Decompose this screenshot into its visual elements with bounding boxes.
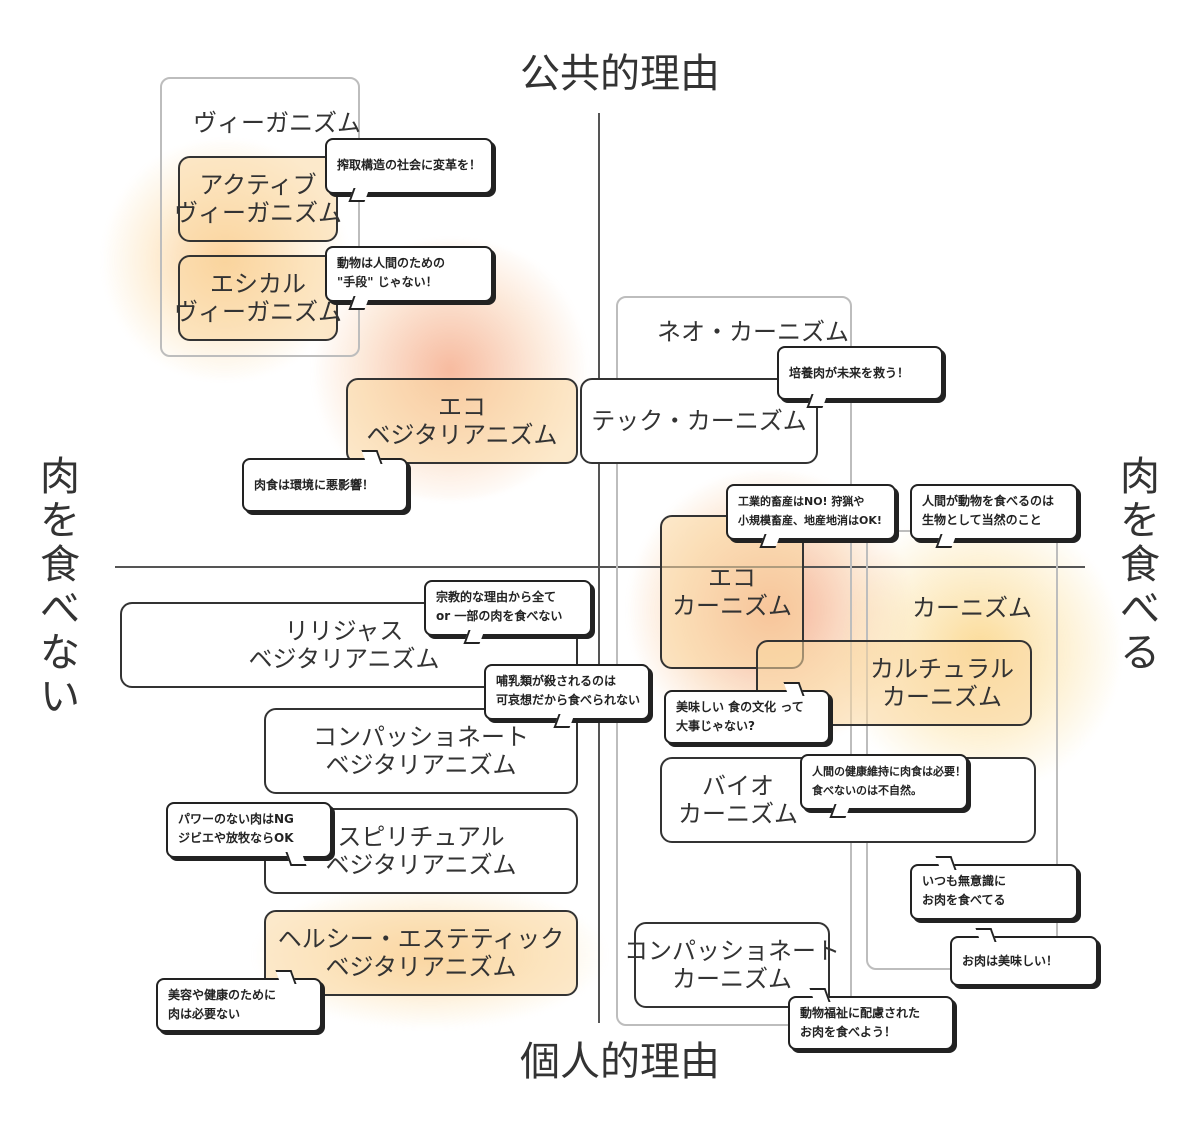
bubble-text: 肉食は環境に悪影響！ <box>254 478 375 492</box>
bubble-beauty: 美容や健康のために 肉は必要ない <box>156 970 322 1032</box>
bubble-religious: 宗教的な理由から全て or 一部の肉を食べない <box>424 580 592 644</box>
bubble-food-culture: 美味しい 食の文化 って 大事じゃない? <box>664 682 830 744</box>
bubble-text: お肉は美味しい！ <box>962 954 1059 968</box>
bubble-power: パワーのない肉はNG ジビエや放牧ならOK <box>166 802 332 866</box>
bubble-welfare: 動物福祉に配慮された お肉を食べよう！ <box>788 988 954 1050</box>
bubble-cultured-meat: 培養肉が未来を救う！ <box>777 346 943 408</box>
bubble-mammals: 哺乳類が殺されるのは 可哀想だから食べられない <box>484 664 650 728</box>
bubble-text: 美容や健康のために 肉は必要ない <box>168 988 277 1021</box>
group-title-carnism: カーニズム <box>912 594 1032 622</box>
box-compassionate-vegetarianism: コンパッショネート ベジタリアニズム <box>264 708 578 794</box>
bubble-natural: 人間が動物を食べるのは 生物として当然のこと <box>910 484 1078 548</box>
bubble-industrial: 工業的畜産はNO! 狩猟や 小規模畜産、地産地消はOK! <box>726 484 896 548</box>
bubble-means: 動物は人間のための "手段" じゃない！ <box>325 246 493 310</box>
horizontal-axis <box>115 566 1085 568</box>
vertical-axis <box>598 113 600 1023</box>
box-ethical-veganism: エシカル ヴィーガニズム <box>174 255 342 341</box>
bubble-text: 培養肉が未来を救う！ <box>789 366 910 380</box>
box-active-veganism: アクティブ ヴィーガニズム <box>174 156 342 242</box>
bubble-text: 哺乳類が殺されるのは 可哀想だから食べられない <box>496 674 641 707</box>
bubble-tail <box>348 296 370 310</box>
box-compassionate-carnism: コンパッショネート カーニズム <box>624 922 840 1008</box>
bubble-text: 人間の健康維持に肉食は必要！ 食べないのは不自然。 <box>812 765 966 797</box>
group-veganism <box>160 77 360 357</box>
bubble-text: 人間が動物を食べるのは 生物として当然のこと <box>922 494 1055 527</box>
bubble-text: 動物は人間のための "手段" じゃない！ <box>337 256 446 289</box>
group-title-neo-carnism: ネオ・カーニズム <box>657 318 849 346</box>
axis-label-top: 公共的理由 <box>520 51 720 97</box>
bubble-tail <box>348 188 370 202</box>
bubble-tasty: お肉は美味しい！ <box>950 928 1098 986</box>
bubble-text: 美味しい 食の文化 って 大事じゃない? <box>676 700 804 733</box>
bubble-health-need: 人間の健康維持に肉食は必要！ 食べないのは不自然。 <box>800 754 968 818</box>
box-eco-vegetarianism: エコ ベジタリアニズム <box>346 378 578 464</box>
axis-label-bottom: 個人的理由 <box>520 1039 720 1085</box>
bubble-exploitation: 搾取構造の社会に変革を！ <box>325 138 493 202</box>
bubble-text: 搾取構造の社会に変革を！ <box>337 158 482 172</box>
bubble-text: パワーのない肉はNG ジビエや放牧ならOK <box>178 812 294 845</box>
bubble-unconscious: いつも無意識に お肉を食べてる <box>910 856 1078 920</box>
bubble-text: いつも無意識に お肉を食べてる <box>922 874 1007 907</box>
bubble-environment: 肉食は環境に悪影響！ <box>242 450 408 512</box>
bubble-text: 工業的畜産はNO! 狩猟や 小規模畜産、地産地消はOK! <box>738 495 882 527</box>
axis-label-right: 肉 を 食 べ る <box>1120 454 1160 676</box>
group-title-veganism: ヴィーガニズム <box>193 109 361 137</box>
bubble-text: 動物福祉に配慮された お肉を食べよう！ <box>800 1006 921 1039</box>
bubble-text: 宗教的な理由から全て or 一部の肉を食べない <box>436 590 563 623</box>
axis-label-left: 肉 を 食 べ な い <box>40 454 80 720</box>
